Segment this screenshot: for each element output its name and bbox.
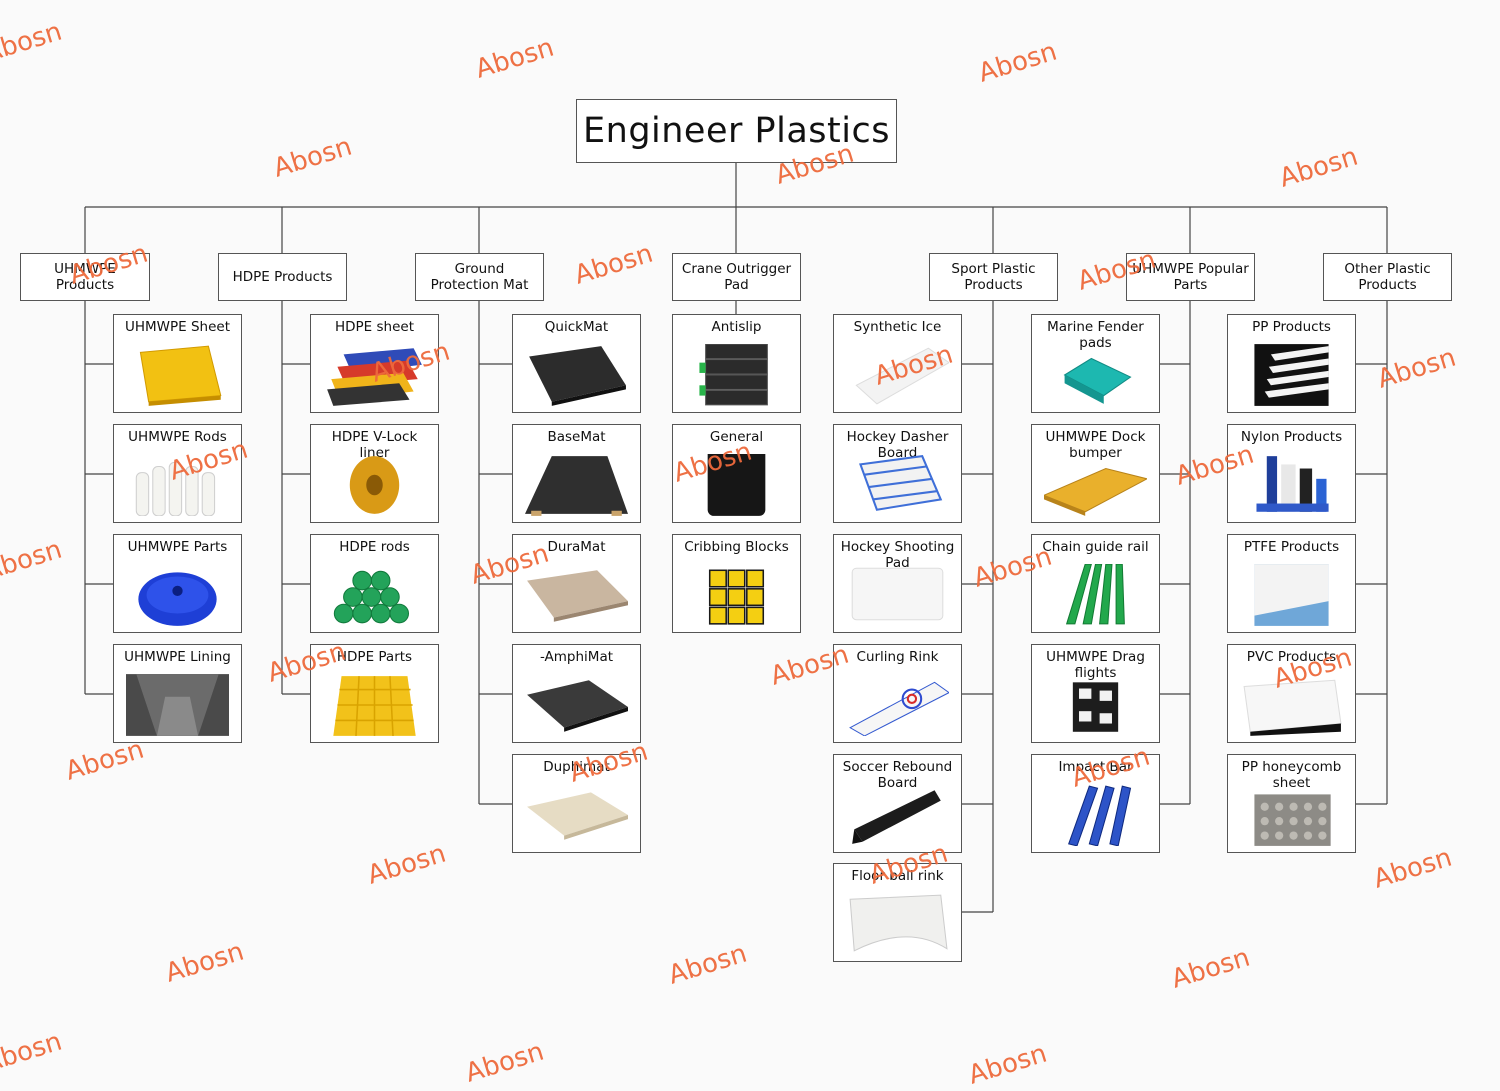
card-marine-fender-pads: Marine Fender pads (1031, 314, 1160, 413)
pp-honeycomb-sheet-image (1240, 784, 1343, 846)
uhmwpe-rods-image (126, 454, 229, 516)
pp-products-image (1240, 344, 1343, 406)
hockey-shooting-pad-image (846, 564, 949, 626)
card-label: PP Products (1228, 319, 1355, 335)
category-ground-protection-mat: Ground Protection Mat (415, 253, 544, 301)
card-quickmat: QuickMat (512, 314, 641, 413)
uhmwpe-parts-image (126, 564, 229, 626)
uhmwpe-lining-image (126, 674, 229, 736)
card-label: -AmphiMat (513, 649, 640, 665)
hdpe-sheet-image (323, 344, 426, 406)
ptfe-products-image (1240, 564, 1343, 626)
card-label: Chain guide rail (1032, 539, 1159, 555)
category-uhmwpe-products: UHMWPE Products (20, 253, 150, 301)
card-hdpe-rods: HDPE rods (310, 534, 439, 633)
category-uhmwpe-popular-parts: UHMWPE Popular Parts (1126, 253, 1255, 301)
card-label: Impact Bar (1032, 759, 1159, 775)
card-duphimat: Duphimat (512, 754, 641, 853)
card-hockey-dasher-board: Hockey Dasher Board (833, 424, 962, 523)
general-image (685, 454, 788, 516)
duramat-image (525, 564, 628, 626)
impact-bar-image (1044, 784, 1147, 846)
synthetic-ice-image (846, 344, 949, 406)
card-uhmwpe-parts: UHMWPE Parts (113, 534, 242, 633)
card-impact-bar: Impact Bar (1031, 754, 1160, 853)
diagram-title: Engineer Plastics (576, 99, 897, 163)
card-ptfe-products: PTFE Products (1227, 534, 1356, 633)
card-label: HDPE Parts (311, 649, 438, 665)
card-uhmwpe-lining: UHMWPE Lining (113, 644, 242, 743)
marine-fender-pads-image (1044, 344, 1147, 406)
uhmwpe-drag-flights-image (1044, 674, 1147, 736)
card-curling-rink: Curling Rink (833, 644, 962, 743)
card-label: UHMWPE Sheet (114, 319, 241, 335)
card-hdpe-sheet: HDPE sheet (310, 314, 439, 413)
card-label: PTFE Products (1228, 539, 1355, 555)
card-label: UHMWPE Rods (114, 429, 241, 445)
card-pp-products: PP Products (1227, 314, 1356, 413)
card-floor-ball-rink: Floor ball rink (833, 863, 962, 962)
hdpe-v-lock-liner-image (323, 454, 426, 516)
card-general: General (672, 424, 801, 523)
card-label: Cribbing Blocks (673, 539, 800, 555)
card-synthetic-ice: Synthetic Ice (833, 314, 962, 413)
card-hdpe-parts: HDPE Parts (310, 644, 439, 743)
hockey-dasher-board-image (846, 454, 949, 516)
category-crane-outrigger-pad: Crane Outrigger Pad (672, 253, 801, 301)
antislip-image (685, 344, 788, 406)
quickmat-image (525, 344, 628, 406)
card-duramat: DuraMat (512, 534, 641, 633)
uhmwpe-sheet-image (126, 344, 229, 406)
chain-guide-rail-image (1044, 564, 1147, 626)
card-label: General (673, 429, 800, 445)
curling-rink-image (846, 674, 949, 736)
card-label: Antislip (673, 319, 800, 335)
soccer-rebound-board-image (846, 784, 949, 846)
card-label: DuraMat (513, 539, 640, 555)
category-sport-plastic-products: Sport Plastic Products (929, 253, 1058, 301)
card-label: Synthetic Ice (834, 319, 961, 335)
card-hockey-shooting-pad: Hockey Shooting Pad (833, 534, 962, 633)
card-uhmwpe-rods: UHMWPE Rods (113, 424, 242, 523)
pvc-products-image (1240, 674, 1343, 736)
card-label: UHMWPE Parts (114, 539, 241, 555)
category-other-plastic-products: Other Plastic Products (1323, 253, 1452, 301)
card-label: HDPE rods (311, 539, 438, 555)
card-label: PVC Products (1228, 649, 1355, 665)
card-uhmwpe-dock-bumper: UHMWPE Dock bumper (1031, 424, 1160, 523)
card-label: QuickMat (513, 319, 640, 335)
category-hdpe-products: HDPE Products (218, 253, 347, 301)
card-cribbing-blocks: Cribbing Blocks (672, 534, 801, 633)
card-antislip: Antislip (672, 314, 801, 413)
card-label: BaseMat (513, 429, 640, 445)
card-hdpe-v-lock-liner: HDPE V-Lock liner (310, 424, 439, 523)
amphimat-image (525, 674, 628, 736)
card-label: Duphimat (513, 759, 640, 775)
nylon-products-image (1240, 454, 1343, 516)
hdpe-parts-image (323, 674, 426, 736)
cribbing-blocks-image (685, 564, 788, 626)
card-label: Curling Rink (834, 649, 961, 665)
card-nylon-products: Nylon Products (1227, 424, 1356, 523)
card-uhmwpe-sheet: UHMWPE Sheet (113, 314, 242, 413)
floor-ball-rink-image (846, 893, 949, 955)
basemat-image (525, 454, 628, 516)
card-soccer-rebound-board: Soccer Rebound Board (833, 754, 962, 853)
card-chain-guide-rail: Chain guide rail (1031, 534, 1160, 633)
card-pp-honeycomb-sheet: PP honeycomb sheet (1227, 754, 1356, 853)
card-label: Nylon Products (1228, 429, 1355, 445)
uhmwpe-dock-bumper-image (1044, 454, 1147, 516)
card-label: Floor ball rink (834, 868, 961, 884)
duphimat-image (525, 784, 628, 846)
card-label: HDPE sheet (311, 319, 438, 335)
card-label: UHMWPE Lining (114, 649, 241, 665)
card-basemat: BaseMat (512, 424, 641, 523)
card-amphimat: -AmphiMat (512, 644, 641, 743)
hdpe-rods-image (323, 564, 426, 626)
card-pvc-products: PVC Products (1227, 644, 1356, 743)
card-uhmwpe-drag-flights: UHMWPE Drag flights (1031, 644, 1160, 743)
